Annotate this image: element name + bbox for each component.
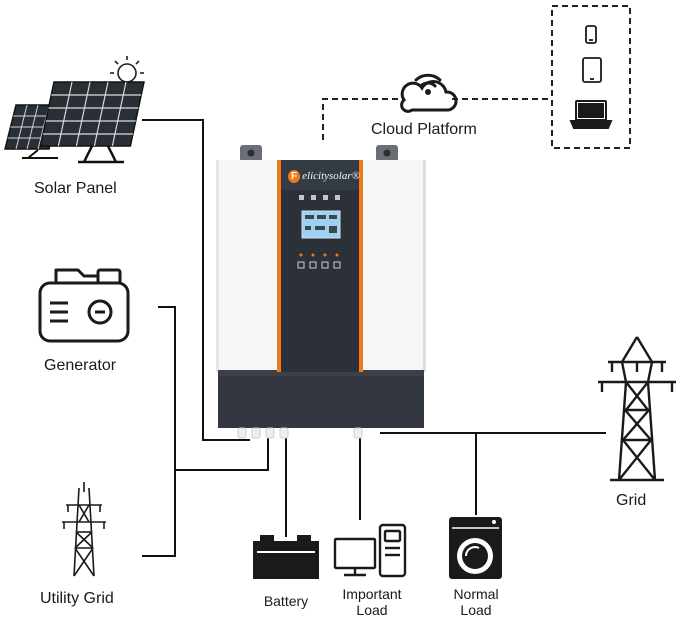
important-load-label: Important Load bbox=[334, 586, 410, 618]
line-inverter-to-cloud bbox=[322, 98, 400, 140]
brand-initial: F bbox=[288, 169, 301, 183]
battery-icon bbox=[253, 535, 319, 579]
grid-label: Grid bbox=[616, 492, 647, 509]
utility-pylon-icon bbox=[62, 482, 106, 577]
cloud-wifi-icon bbox=[400, 73, 458, 113]
inverter bbox=[216, 145, 426, 439]
washing-machine-icon bbox=[449, 517, 502, 579]
line-bracket-to-inverter bbox=[175, 436, 269, 471]
cloud-links bbox=[322, 5, 631, 149]
generator-label: Generator bbox=[44, 357, 117, 374]
tablet-icon bbox=[582, 57, 602, 83]
normal-load-line-2: Load bbox=[460, 602, 492, 618]
important-load-line-1: Important bbox=[342, 586, 402, 602]
solar-panel-label: Solar Panel bbox=[34, 180, 117, 197]
important-load-line-2: Load bbox=[356, 602, 388, 618]
connection-lines bbox=[142, 119, 606, 557]
normal-load-line-1: Normal bbox=[453, 586, 499, 602]
laptop-icon bbox=[569, 100, 613, 129]
inverter-buttons bbox=[297, 261, 341, 269]
transmission-tower-icon bbox=[598, 336, 676, 482]
inverter-brand-logo: F elicitysolar® bbox=[288, 167, 360, 185]
utility-grid-label: Utility Grid bbox=[40, 590, 114, 607]
generator-icon bbox=[38, 268, 130, 343]
desktop-computer-icon bbox=[333, 523, 407, 578]
smartphone-icon bbox=[585, 25, 597, 44]
brand-name: elicitysolar® bbox=[302, 170, 360, 182]
line-generator-bracket bbox=[142, 306, 176, 557]
normal-load-label: Normal Load bbox=[446, 586, 506, 618]
battery-label: Battery bbox=[263, 593, 309, 609]
line-solar-to-inverter bbox=[142, 119, 250, 441]
cloud-platform-label: Cloud Platform bbox=[371, 121, 477, 138]
solar-panel-icon bbox=[4, 81, 145, 164]
